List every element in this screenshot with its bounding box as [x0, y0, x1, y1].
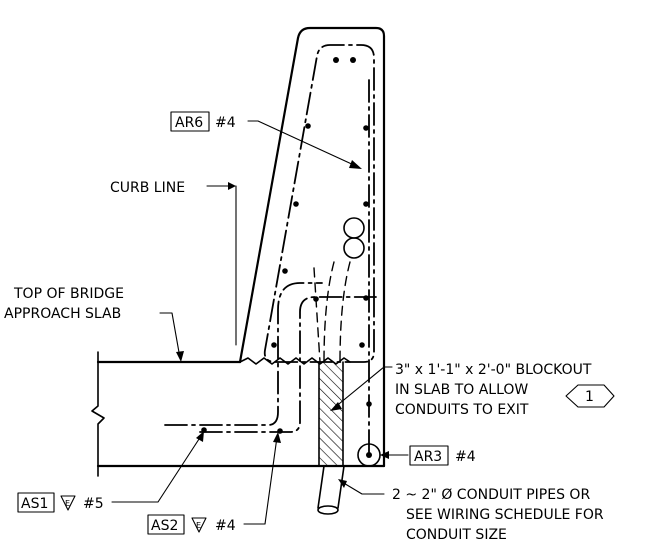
barrier-outline: [238, 26, 386, 468]
blockout-line3: CONDUITS TO EXIT: [395, 402, 529, 418]
conduit-paths: [313, 261, 351, 363]
curb-line-label: CURB LINE: [110, 180, 185, 196]
conduit-line3: CONDUIT SIZE: [406, 527, 507, 543]
conduit-line1: 2 ~ 2" Ø CONDUIT PIPES OR: [392, 487, 590, 503]
ar6-label: AR6: [175, 115, 203, 131]
as2-label: AS2: [151, 518, 178, 534]
top-slab-callout: TOP OF BRIDGE APPROACH SLAB: [4, 286, 184, 362]
blockout-line1: 3" x 1'-1" x 2'-0" BLOCKOUT: [395, 362, 592, 378]
ar3-size: #4: [455, 449, 476, 465]
as1-size: #5: [83, 496, 104, 512]
ar3-label: AR3: [414, 449, 442, 465]
conduit-circles: [343, 217, 365, 259]
as1-label: AS1: [21, 496, 48, 512]
blockout-callout: 3" x 1'-1" x 2'-0" BLOCKOUT IN SLAB TO A…: [330, 362, 615, 418]
ar6-callout: AR6 #4: [170, 111, 362, 169]
ar3-callout: AR3 #4: [379, 445, 476, 466]
rebar-dots: [201, 57, 381, 467]
conduit-line2: SEE WIRING SCHEDULE FOR: [406, 507, 604, 523]
curb-arrow-head: [228, 182, 236, 190]
as2-epoxy-mark: E: [196, 521, 201, 530]
ar6-size: #4: [215, 115, 236, 131]
as2-size: #4: [215, 518, 236, 534]
as2-bar: [199, 296, 377, 433]
as1-callout: AS1 E #5: [17, 431, 204, 513]
ar6-stirrup-bar: [263, 44, 375, 363]
as2-callout: AS2 E #4: [147, 432, 281, 535]
as1-bar: [164, 282, 323, 426]
blockout-line2: IN SLAB TO ALLOW: [395, 382, 528, 398]
top-slab-line1: TOP OF BRIDGE: [13, 286, 124, 302]
note-hexagon: [565, 384, 615, 408]
conduit-blockout: [318, 361, 344, 467]
conduit-callout: 2 ~ 2" Ø CONDUIT PIPES OR SEE WIRING SCH…: [338, 479, 604, 543]
as1-epoxy-mark: E: [65, 499, 70, 508]
top-slab-line2: APPROACH SLAB: [4, 306, 121, 322]
note-tag: 1: [585, 389, 594, 405]
conduit-pipe: [317, 465, 345, 515]
